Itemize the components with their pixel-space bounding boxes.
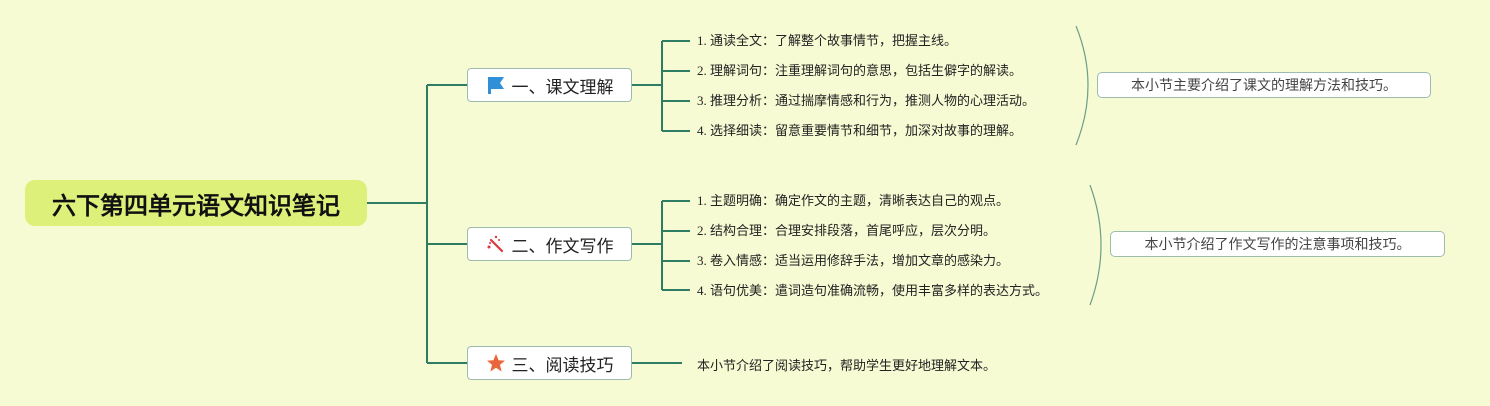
topic-course-understanding[interactable]: 一、课文理解 [467, 68, 632, 102]
topic-reading-skills[interactable]: 三、阅读技巧 [467, 346, 632, 380]
summary-box[interactable]: 本小节介绍了作文写作的注意事项和技巧。 [1110, 231, 1445, 257]
topic-note[interactable]: 本小节介绍了阅读技巧，帮助学生更好地理解文本。 [697, 359, 997, 374]
magic-wand-icon [486, 234, 506, 254]
root-title: 六下第四单元语文知识笔记 [52, 191, 340, 220]
root-topic[interactable]: 六下第四单元语文知识笔记 [25, 180, 367, 226]
star-icon [486, 353, 506, 373]
topic2-branch [632, 200, 690, 291]
summary-text: 本小节介绍了作文写作的注意事项和技巧。 [1144, 237, 1411, 253]
summary-text: 本小节主要介绍了课文的理解方法和技巧。 [1131, 78, 1397, 94]
subtopic[interactable]: 4. 选择细读：留意重要情节和细节，加深对故事的理解。 [697, 123, 1023, 138]
subtopic[interactable]: 1. 通读全文：了解整个故事情节，把握主线。 [697, 33, 958, 48]
summary2-bracket [1089, 184, 1102, 306]
subtopic[interactable]: 2. 结构合理：合理安排段落，首尾呼应，层次分明。 [697, 223, 997, 238]
subtopic[interactable]: 2. 理解词句：注重理解词句的意思，包括生僻字的解读。 [697, 63, 1023, 78]
topic-label: 一、课文理解 [511, 77, 614, 98]
summary1-bracket [1075, 25, 1089, 146]
flag-icon [486, 75, 506, 95]
subtopic[interactable]: 3. 卷入情感：适当运用修辞手法，增加文章的感染力。 [697, 253, 1010, 268]
topic-label: 三、阅读技巧 [511, 355, 614, 376]
subtopic[interactable]: 1. 主题明确：确定作文的主题，清晰表达自己的观点。 [697, 193, 1010, 208]
topic1-branch [632, 40, 690, 132]
topic-label: 二、作文写作 [511, 236, 614, 257]
summary-box[interactable]: 本小节主要介绍了课文的理解方法和技巧。 [1097, 72, 1431, 98]
topic-composition-writing[interactable]: 二、作文写作 [467, 227, 632, 261]
subtopic[interactable]: 4. 语句优美：遣词造句准确流畅，使用丰富多样的表达方式。 [697, 283, 1049, 298]
subtopic[interactable]: 3. 推理分析：通过揣摩情感和行为，推测人物的心理活动。 [697, 93, 1036, 108]
